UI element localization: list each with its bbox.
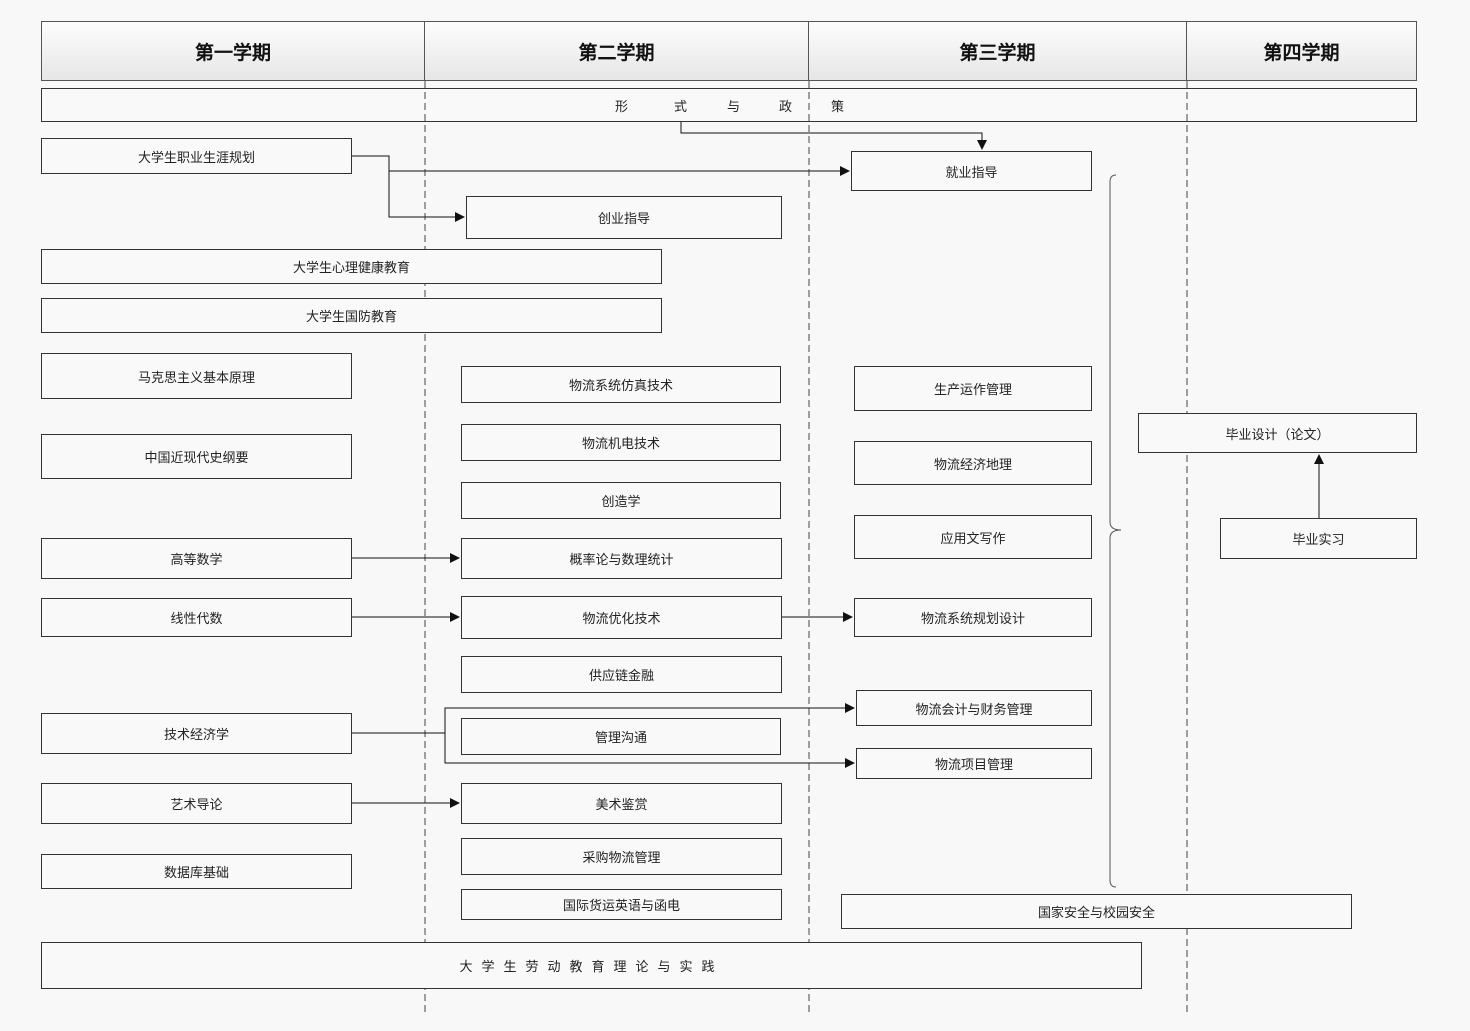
policy-course-bar: 形 式 与 政 策	[41, 88, 1417, 122]
course-box: 创造学	[461, 482, 781, 519]
course-box: 管理沟通	[461, 718, 781, 755]
course-box: 采购物流管理	[461, 838, 782, 875]
course-box: 艺术导论	[41, 783, 352, 824]
course-box: 物流项目管理	[856, 748, 1092, 779]
header-semester-1: 第一学期	[41, 21, 425, 81]
policy-char: 策	[831, 100, 845, 115]
course-box: 大学生国防教育	[41, 298, 662, 333]
semester-dividers	[424, 81, 1188, 1013]
course-box: 概率论与数理统计	[461, 538, 782, 579]
course-box: 应用文写作	[854, 515, 1092, 559]
course-box: 线性代数	[41, 598, 352, 637]
course-box: 数据库基础	[41, 854, 352, 889]
course-box: 大学生心理健康教育	[41, 249, 662, 284]
course-box: 毕业实习	[1220, 518, 1417, 559]
course-box: 生产运作管理	[854, 366, 1092, 411]
course-box: 物流系统规划设计	[854, 598, 1092, 637]
course-box: 美术鉴赏	[461, 783, 782, 824]
course-box: 物流机电技术	[461, 424, 781, 461]
course-box: 国际货运英语与函电	[461, 889, 782, 920]
course-box: 大学生职业生涯规划	[41, 138, 352, 174]
course-box: 高等数学	[41, 538, 352, 579]
course-box: 就业指导	[851, 151, 1092, 191]
course-box: 创业指导	[466, 196, 782, 239]
header-semester-3: 第三学期	[808, 21, 1187, 81]
policy-char: 与	[727, 100, 741, 115]
policy-char: 政	[779, 100, 793, 115]
course-box: 物流系统仿真技术	[461, 366, 781, 403]
course-box: 物流会计与财务管理	[856, 690, 1092, 726]
course-box: 物流优化技术	[461, 596, 782, 639]
course-box: 国家安全与校园安全	[841, 894, 1352, 929]
course-box: 物流经济地理	[854, 441, 1092, 485]
course-box: 中国近现代史纲要	[41, 434, 352, 479]
course-box: 供应链金融	[461, 656, 782, 693]
header-semester-2: 第二学期	[424, 21, 809, 81]
course-box: 技术经济学	[41, 713, 352, 754]
course-box: 马克思主义基本原理	[41, 353, 352, 399]
header-semester-4: 第四学期	[1186, 21, 1417, 81]
course-box: 大学生劳动教育理论与实践	[41, 942, 1142, 989]
policy-char: 形	[615, 100, 629, 115]
course-box: 毕业设计（论文）	[1138, 413, 1417, 453]
policy-char: 式	[674, 100, 688, 115]
